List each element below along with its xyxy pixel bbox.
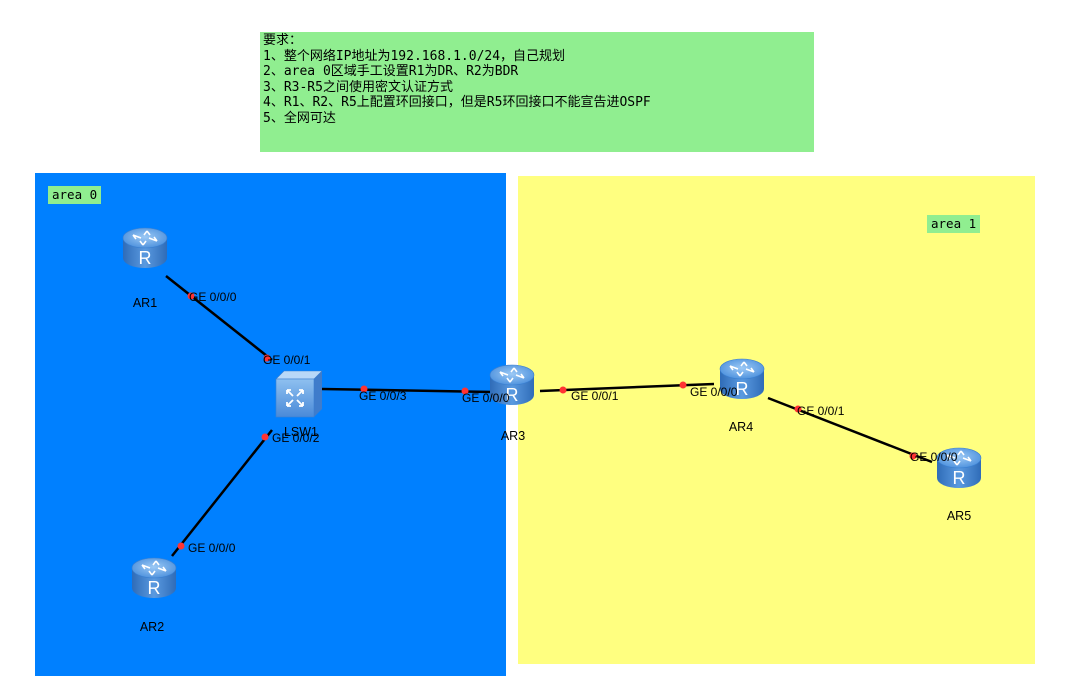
port-dot <box>679 381 687 389</box>
port-dot <box>187 292 195 300</box>
port-label-lsw1-g002: GE 0/0/2 <box>272 431 320 445</box>
port-label-ar3-g001: GE 0/0/1 <box>571 389 619 403</box>
device-label-lsw1: LSW1 <box>284 425 318 439</box>
port-dot <box>360 385 368 393</box>
router-icon <box>122 227 168 269</box>
router-icon <box>131 557 177 599</box>
area-0-region <box>35 173 506 676</box>
device-ar2[interactable]: AR2 <box>131 557 177 634</box>
port-label-ar2-g000: GE 0/0/0 <box>188 541 236 555</box>
port-dot <box>263 354 271 362</box>
device-label-ar2: AR2 <box>140 620 164 634</box>
device-ar4[interactable]: AR4 <box>719 358 765 434</box>
port-label-lsw1-g003: GE 0/0/3 <box>359 389 407 403</box>
port-dot <box>559 386 567 394</box>
port-dot <box>461 387 469 395</box>
port-dots <box>177 292 917 550</box>
port-dot <box>794 405 802 413</box>
requirement-item: 3、R3-R5之间使用密文认证方式 <box>263 79 453 95</box>
device-label-ar4: AR4 <box>729 420 753 434</box>
requirement-item: 4、R1、R2、R5上配置环回接口，但是R5环回接口不能宣告进OSPF <box>263 95 651 110</box>
port-label-ar3-g000: GE 0/0/0 <box>462 391 510 405</box>
device-ar1[interactable]: AR1 <box>122 227 168 310</box>
port-label-ar1-g000: GE 0/0/0 <box>189 290 237 304</box>
port-label-ar4-g000: GE 0/0/0 <box>690 385 738 399</box>
port-dot <box>909 452 917 460</box>
requirement-item: 5、全网可达 <box>263 110 336 126</box>
requirement-item: 1、整个网络IP地址为192.168.1.0/24，自己规划 <box>263 48 566 64</box>
port-label-ar4-g001: GE 0/0/1 <box>797 404 845 418</box>
area-0-label: area 0 <box>48 186 102 204</box>
link-ar1-lsw1 <box>165 275 273 361</box>
device-ar3[interactable]: AR3 <box>489 364 535 443</box>
area-1-label: area 1 <box>927 215 981 233</box>
switch-icon <box>275 370 323 418</box>
port-label-lsw1-g001: GE 0/0/1 <box>263 353 311 367</box>
requirement-item: 2、area 0区域手工设置R1为DR、R2为BDR <box>263 64 519 79</box>
device-ar5[interactable]: AR5 <box>936 447 982 523</box>
area-1-region <box>518 176 1035 664</box>
link-ar4-ar5 <box>767 396 933 464</box>
device-lsw1[interactable]: LSW1 <box>275 370 323 439</box>
requirements-box: 要求： 1、整个网络IP地址为192.168.1.0/24，自己规划 2、are… <box>260 32 814 152</box>
device-label-ar3: AR3 <box>501 429 525 443</box>
device-label-ar5: AR5 <box>947 509 971 523</box>
port-dot <box>177 542 185 550</box>
link-lsw1-ar2 <box>171 429 273 557</box>
port-label-ar5-g000: GE 0/0/0 <box>910 450 958 464</box>
requirements-title: 要求： <box>263 33 303 48</box>
port-dot <box>261 433 269 441</box>
device-label-ar1: AR1 <box>133 296 157 310</box>
